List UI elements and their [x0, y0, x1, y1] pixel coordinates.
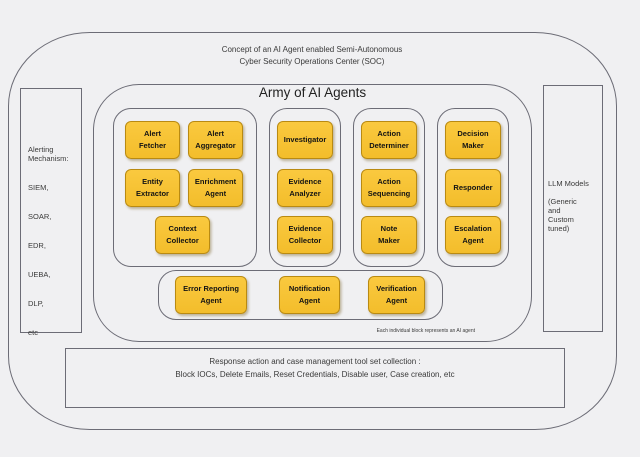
agent-evidence-analyzer: Evidence Analyzer — [277, 169, 333, 207]
alerting-item-soar: SOAR, — [28, 212, 52, 221]
agent-evidence-collector: Evidence Collector — [277, 216, 333, 254]
agent-responder: Responder — [445, 169, 501, 207]
alerting-item-ueba: UEBA, — [28, 270, 51, 279]
agent-verification: Verification Agent — [368, 276, 425, 314]
alerting-mechanism-panel — [20, 88, 82, 333]
agent-context-collector: Context Collector — [155, 216, 210, 254]
agent-alert-fetcher: Alert Fetcher — [125, 121, 180, 159]
agent-escalation-agent: Escalation Agent — [445, 216, 501, 254]
army-title: Army of AI Agents — [258, 85, 367, 100]
agent-error-reporting: Error Reporting Agent — [175, 276, 247, 314]
group-action — [353, 108, 425, 267]
alerting-mechanism-heading: Alerting Mechanism: — [28, 145, 69, 163]
alerting-item-siem: SIEM, — [28, 183, 49, 192]
group-decision — [437, 108, 509, 267]
diagram-title: Concept of an AI Agent enabled Semi-Auto… — [92, 44, 532, 68]
agent-note-maker: Note Maker — [361, 216, 417, 254]
response-tools-panel — [65, 348, 565, 408]
army-container — [93, 84, 532, 342]
response-tools-line1: Response action and case management tool… — [209, 357, 421, 366]
response-tools-text: Response action and case management tool… — [65, 356, 565, 381]
agent-alert-aggregator: Alert Aggregator — [188, 121, 243, 159]
agent-enrichment-agent: Enrichment Agent — [188, 169, 243, 207]
diagram-title-line1: Concept of an AI Agent enabled Semi-Auto… — [221, 45, 403, 54]
agent-action-sequencing: Action Sequencing — [361, 169, 417, 207]
group-investigation — [269, 108, 341, 267]
agent-entity-extractor: Entity Extractor — [125, 169, 180, 207]
alerting-item-dlp: DLP, — [28, 299, 44, 308]
agent-investigator: Investigator — [277, 121, 333, 159]
outer-container — [8, 32, 617, 430]
alerting-item-edr: EDR, — [28, 241, 46, 250]
group-support — [158, 270, 443, 320]
army-note: Each individual block represents an AI a… — [376, 328, 475, 334]
response-tools-line2: Block IOCs, Delete Emails, Reset Credent… — [175, 369, 455, 379]
agent-notification: Notification Agent — [279, 276, 340, 314]
diagram-title-line2: Cyber Security Operations Center (SOC) — [239, 57, 385, 66]
group-alert-processing — [113, 108, 257, 267]
llm-models-panel — [543, 85, 603, 332]
alerting-item-etc: etc — [28, 328, 39, 337]
agent-action-determiner: Action Determiner — [361, 121, 417, 159]
llm-models-text: LLM Models (Generic and Custom tuned) — [548, 179, 589, 233]
alerting-mechanism-text: Alerting Mechanism: SIEM, SOAR, EDR, UEB… — [28, 136, 80, 346]
agent-decision-maker: Decision Maker — [445, 121, 501, 159]
